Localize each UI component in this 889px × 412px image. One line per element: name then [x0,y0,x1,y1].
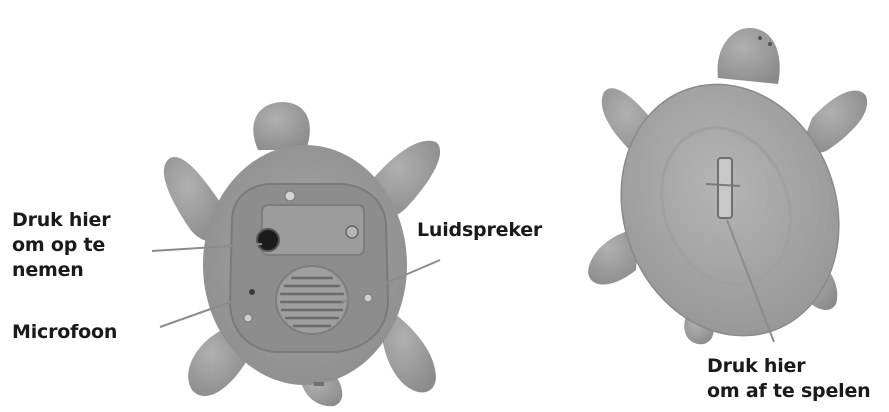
play-label-line-2: om af te spelen [707,379,870,404]
screw [285,191,295,201]
eye-dot [758,36,762,40]
record-button[interactable] [257,229,279,251]
turtle-underside [164,102,440,406]
eye-dot [768,42,772,46]
turtle-head [253,102,310,150]
screw [244,314,252,322]
play-label: Druk hier om af te spelen [707,354,870,404]
microphone-label: Microfoon [12,320,117,345]
screw [346,226,358,238]
screw [364,294,372,302]
record-label-line-1: Druk hier [12,208,110,233]
turtle-shell-view [587,28,874,367]
vent-slot [314,382,324,386]
record-label-line-3: nemen [12,258,110,283]
shell-turtle-head [717,28,779,84]
play-label-line-1: Druk hier [707,354,870,379]
play-switch[interactable] [718,158,732,218]
speaker-grille [276,266,348,334]
record-label-line-2: om op te [12,233,110,258]
microphone-hole [249,289,255,295]
speaker-label: Luidspreker [417,218,542,243]
record-label: Druk hier om op te nemen [12,208,110,283]
